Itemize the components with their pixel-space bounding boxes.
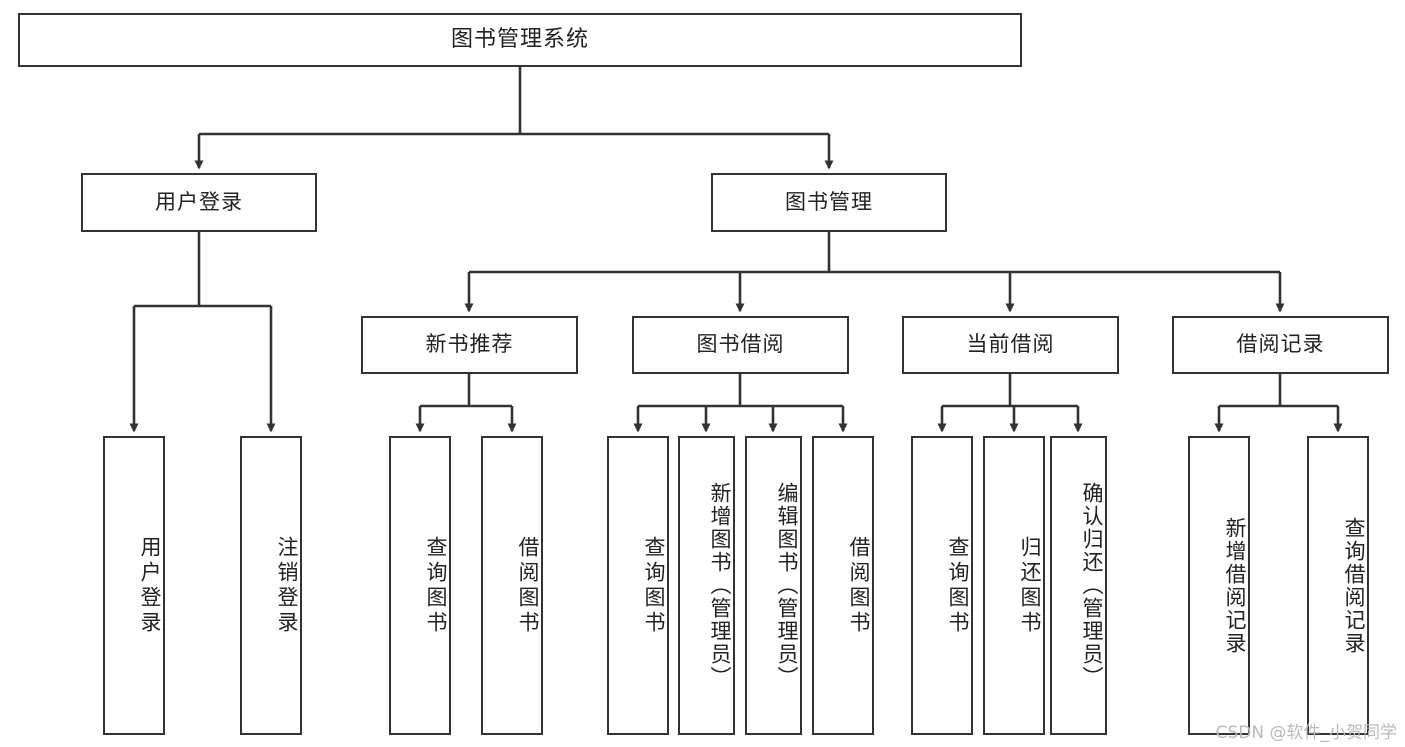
leaf-query-borrow-record[interactable]: 查询借阅记录 (1307, 436, 1369, 735)
node-root-system[interactable]: 图书管理系统 (18, 13, 1022, 67)
leaf-query-book-borrow[interactable]: 查询图书 (607, 436, 669, 735)
leaf-borrow-book-newbook[interactable]: 借阅图书 (481, 436, 543, 735)
leaf-add-book-admin[interactable]: 新增图书（管理员） (678, 436, 735, 735)
node-current-borrow[interactable]: 当前借阅 (902, 316, 1119, 374)
node-book-management[interactable]: 图书管理 (711, 173, 947, 232)
leaf-add-borrow-record[interactable]: 新增借阅记录 (1188, 436, 1250, 735)
leaf-confirm-return-admin[interactable]: 确认归还（管理员） (1050, 436, 1107, 735)
leaf-borrow-book[interactable]: 借阅图书 (812, 436, 874, 735)
leaf-user-login[interactable]: 用户登录 (103, 436, 165, 735)
node-new-book-recommend[interactable]: 新书推荐 (361, 316, 578, 374)
node-book-borrow[interactable]: 图书借阅 (632, 316, 849, 374)
node-user-login[interactable]: 用户登录 (81, 173, 317, 232)
leaf-edit-book-admin[interactable]: 编辑图书（管理员） (745, 436, 802, 735)
leaf-query-book-current[interactable]: 查询图书 (911, 436, 973, 735)
node-borrow-record[interactable]: 借阅记录 (1172, 316, 1389, 374)
leaf-query-book-newbook[interactable]: 查询图书 (389, 436, 451, 735)
leaf-return-book[interactable]: 归还图书 (983, 436, 1045, 735)
csdn-watermark: CSDN @软件_小贺同学 (1215, 723, 1397, 743)
leaf-logout[interactable]: 注销登录 (240, 436, 302, 735)
